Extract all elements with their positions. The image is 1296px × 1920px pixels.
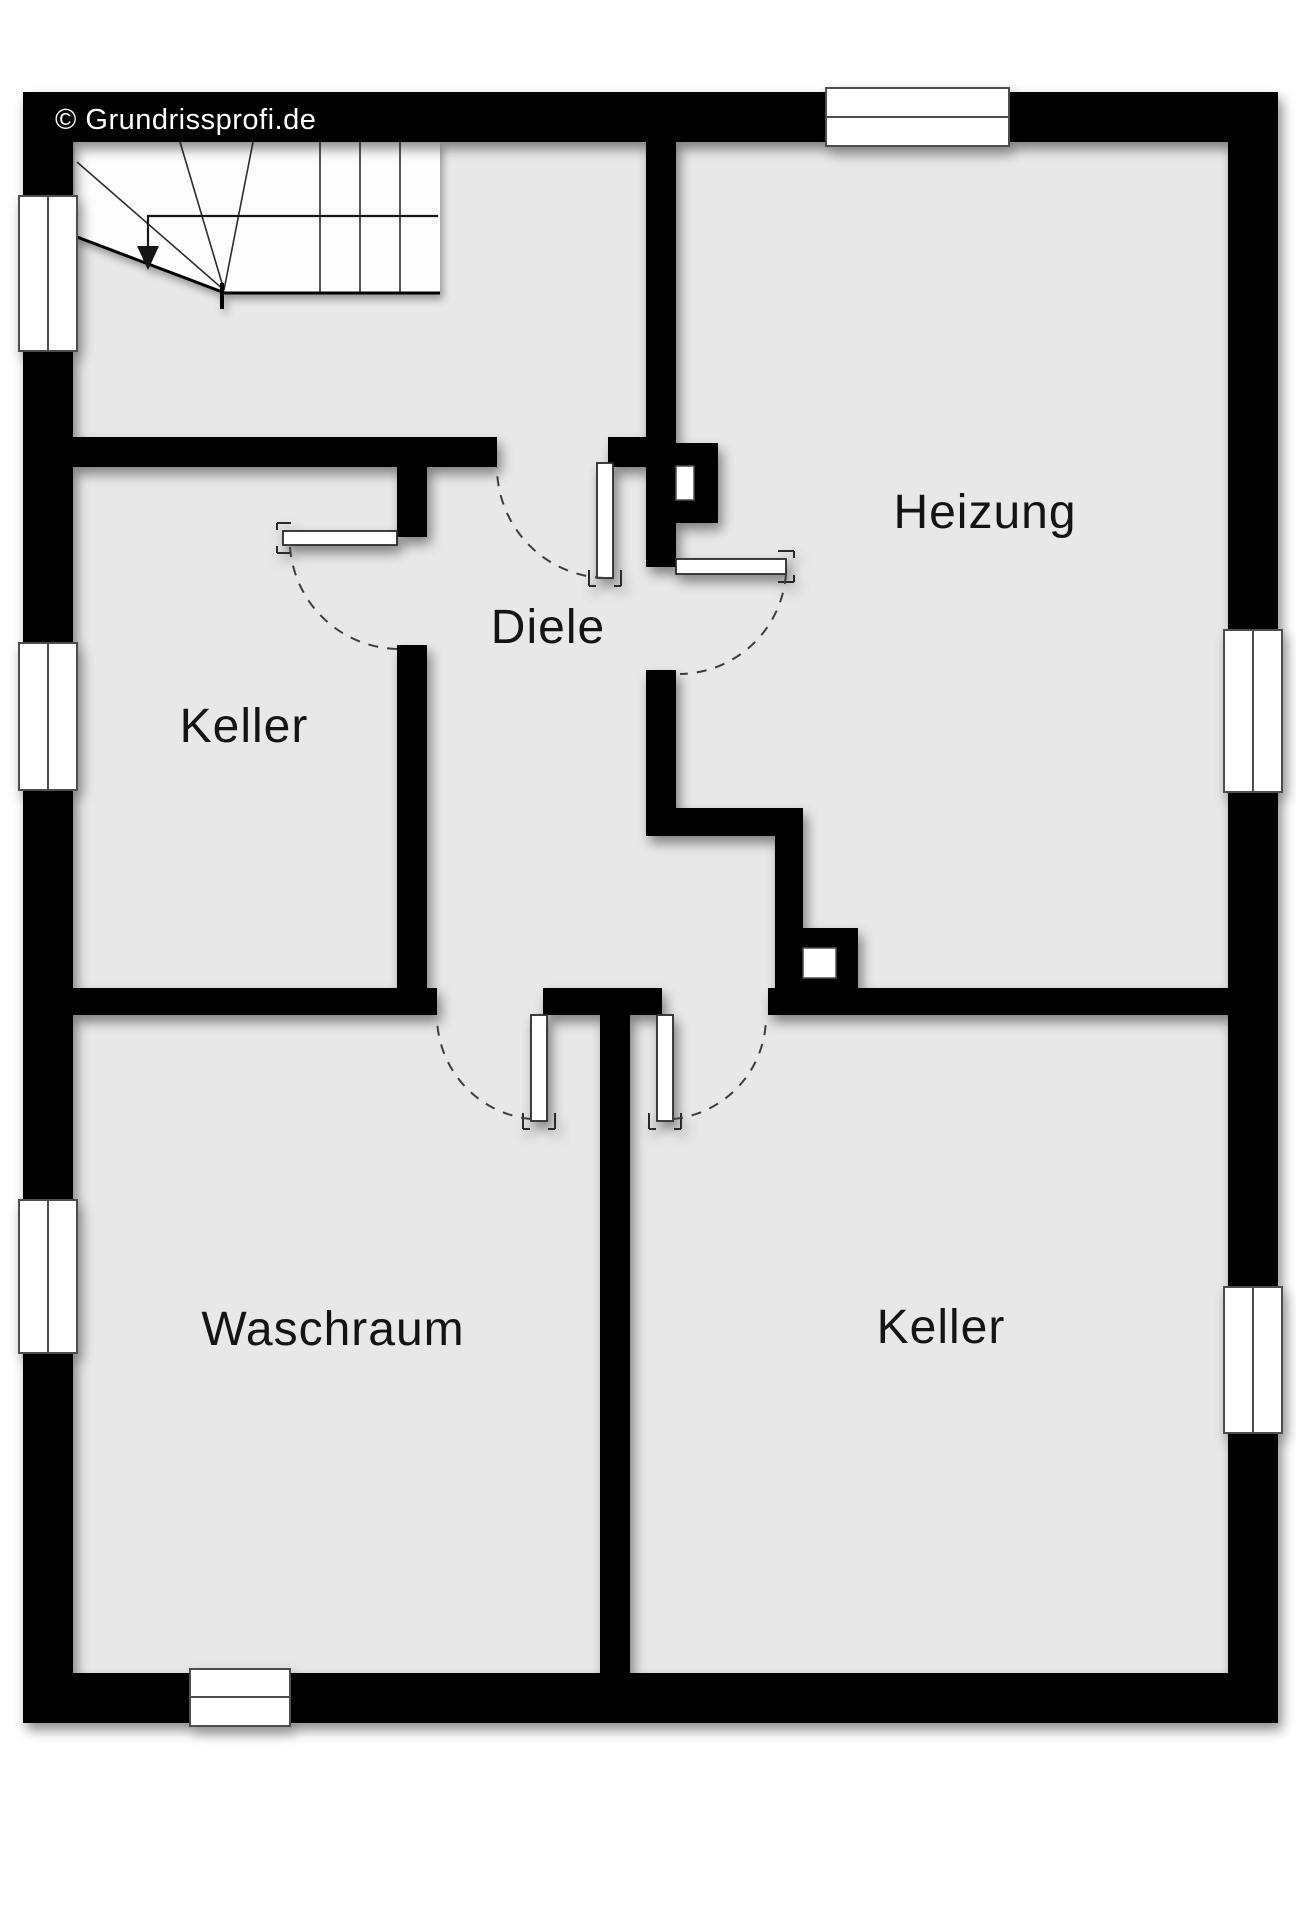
room-label-keller-right: Keller	[877, 1301, 1006, 1354]
wall-segment	[768, 988, 1228, 1015]
wall-segment	[646, 808, 803, 836]
stair-tread-line	[76, 161, 225, 291]
copyright-watermark: © Grundrissprofi.de	[55, 104, 316, 136]
door-diele-keller-left-leaf	[282, 530, 398, 546]
door-diele-waschraum-swing-arc	[436, 1018, 532, 1120]
room-label-heizung: Heizung	[893, 486, 1076, 539]
wall-segment	[397, 645, 427, 1015]
door-diele-keller-right-swing-arc	[672, 1018, 767, 1120]
stair-walk-line	[146, 214, 438, 250]
chimney-opening	[802, 947, 837, 979]
door-diele-waschraum-jamb	[522, 1113, 556, 1130]
door-diele-keller-left-swing-arc	[289, 546, 400, 650]
room-label-keller-left: Keller	[180, 700, 309, 753]
door-diele-heizung-jamb	[778, 550, 795, 583]
wall-segment	[1228, 92, 1278, 1723]
wall-segment	[23, 92, 1278, 142]
door-stairs-diele-jamb	[588, 570, 622, 587]
wall-segment	[600, 1015, 630, 1673]
stair-bottom-edge	[76, 235, 440, 295]
door-diele-heizung-leaf	[675, 558, 787, 575]
room-label-waschraum: Waschraum	[201, 1303, 464, 1356]
stair-direction-arrow	[137, 246, 159, 270]
room-labels: Heizung Keller Diele Waschraum Keller © …	[55, 104, 1076, 1356]
staircase	[75, 141, 440, 309]
door-diele-keller-left-jamb	[276, 522, 291, 554]
wall-segment	[543, 988, 662, 1015]
wall-segment	[608, 437, 648, 467]
door-diele-heizung-swing-arc	[679, 573, 787, 675]
door-stairs-diele-swing-arc	[496, 466, 606, 579]
wall-segment	[646, 142, 676, 567]
wall-segment	[397, 437, 427, 537]
stair-area	[75, 142, 440, 293]
door-diele-keller-right-leaf	[656, 1014, 674, 1122]
door-diele-keller-right-jamb	[648, 1113, 682, 1130]
walls-and-openings	[18, 87, 1283, 1727]
room-label-diele: Diele	[491, 601, 605, 654]
wall-segment	[73, 437, 497, 467]
wall-segment	[23, 92, 73, 1723]
wall-segment	[73, 988, 437, 1015]
door-swing-arcs	[289, 466, 787, 1120]
chimney-opening	[675, 465, 695, 501]
door-diele-waschraum-leaf	[530, 1014, 548, 1122]
wall-segment	[775, 836, 803, 988]
door-stairs-diele-leaf	[596, 462, 614, 579]
